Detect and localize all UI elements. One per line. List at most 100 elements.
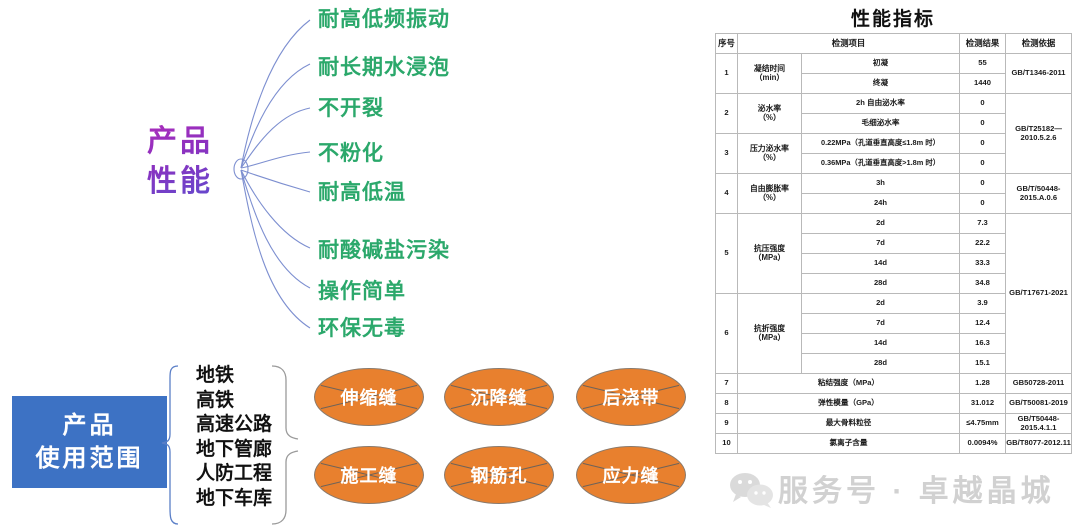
cell-item-unit: （%） [758,112,781,122]
application-node-3: 后浇带 [576,368,686,426]
cell-item-unit: （%） [758,152,781,162]
cell-basis: GB/T50081-2019 [1005,393,1072,414]
performance-table-panel: 性能指标 序号 检测项目 检测结果 检测依据 1 凝结时间 （min） 初凝 [706,0,1080,532]
title-line-1: 产品 [147,125,213,158]
application-node-2: 沉降缝 [444,368,554,426]
cell-no: 1 [715,53,738,94]
usage-box-line-1: 产品 [62,412,117,439]
cell-result: 0 [959,113,1006,134]
table-row: 9 最大骨料粒径 ≤4.75mm GB/T50448-2015.4.1.1 [715,413,1072,434]
cell-item-name: 抗折强度 [753,323,786,333]
cell-sub: 14d [801,333,960,354]
header-basis: 检测依据 [1005,33,1072,54]
cell-sub: 2d [801,213,960,234]
application-label-6: 应力缝 [602,466,660,486]
page-title: 产品 性能 [128,122,232,202]
cell-item: 凝结时间 （min） [737,53,802,94]
table-row: 28d 15.1 [716,353,1072,374]
usage-item-2: 高铁 [196,389,235,411]
cell-basis: GB50728-2011 [1005,373,1072,394]
cell-result: 0 [959,193,1006,214]
application-label-5: 钢筋孔 [470,466,528,486]
cell-basis: GB/T1346-2011 [1005,53,1072,94]
table-row: 0.36MPa（孔道垂直高度>1.8m 时） 0 [716,153,1072,174]
table-row: 3 压力泌水率 （%） 0.22MPa（孔道垂直高度≤1.8m 时） 0 [715,133,1072,174]
application-label-2: 沉降缝 [470,388,528,408]
header-item: 检测项目 [737,33,960,54]
performance-indicators-table: 序号 检测项目 检测结果 检测依据 1 凝结时间 （min） 初凝 55 GB/… [715,33,1072,454]
cell-result: 1.28 [959,373,1006,394]
cell-sub: 2d [801,293,960,314]
cell-basis: GB/T50448-2015.4.1.1 [1005,413,1072,434]
cell-sub: 初凝 [801,53,960,74]
cell-result: 7.3 [959,213,1006,234]
table-row: 8 弹性模量（GPa） 31.012 GB/T50081-2019 [715,393,1072,414]
wechat-icon [730,473,773,508]
title-line-2: 性能 [147,165,213,198]
cell-no: 8 [715,393,738,414]
cell-sub: 0.22MPa（孔道垂直高度≤1.8m 时） [801,133,960,154]
cell-result: 0.0094% [959,433,1006,454]
header-no: 序号 [715,33,738,54]
cell-item-unit: （min） [754,72,785,82]
cell-item-unit: （MPa） [753,252,786,262]
cell-item: 自由膨胀率 （%） [737,173,802,214]
cell-result: 0 [959,133,1006,154]
cell-result: 3.9 [959,293,1006,314]
table-row: 14d 16.3 [716,333,1072,354]
cell-result: 31.012 [959,393,1006,414]
cell-basis: GB/T8077-2012.11 [1005,433,1072,454]
cell-item-unit: （%） [758,192,781,202]
cell-sub: 14d [801,253,960,274]
table-row: 14d 33.3 [716,253,1072,274]
cell-result: 15.1 [959,353,1006,374]
cell-no: 5 [715,213,738,294]
usage-brackets [161,365,299,525]
cell-item-unit: （MPa） [753,332,786,342]
cell-item: 压力泌水率 （%） [737,133,802,174]
application-node-6: 应力缝 [576,446,686,504]
cell-no: 6 [715,293,738,374]
usage-box-line-2: 使用范围 [35,445,144,472]
table-row: 6 抗折强度 （MPa） 2d 3.9 [715,293,1072,374]
usage-scope-box: 产品 使用范围 [12,396,167,488]
cell-result: 16.3 [959,333,1006,354]
usage-item-6: 地下车库 [196,487,273,509]
branch-label-3: 不开裂 [318,97,384,120]
table-title: 性能指标 [850,9,935,30]
application-node-4: 施工缝 [314,446,424,504]
branch-label-7: 操作简单 [318,280,406,303]
application-node-5: 钢筋孔 [444,446,554,504]
cell-sub: 2h 自由泌水率 [801,93,960,114]
cell-result: 34.8 [959,273,1006,294]
cell-result: 33.3 [959,253,1006,274]
cell-item-name: 压力泌水率 [750,143,789,153]
cell-item: 氯离子含量 [737,433,960,454]
cell-no: 10 [715,433,738,454]
cell-sub: 7d [801,313,960,334]
cell-sub: 毛细泌水率 [801,113,960,134]
usage-item-4: 地下管廊 [196,438,273,460]
cell-no: 3 [715,133,738,174]
cell-no: 4 [715,173,738,214]
cell-item-name: 凝结时间 [753,63,786,73]
branch-label-8: 环保无毒 [318,317,406,340]
table-row: 10 氯离子含量 0.0094% GB/T8077-2012.11 [715,433,1072,454]
mindmap-panel: 产品 性能 耐高低频振动 耐长期水浸泡 不开裂 不粉化 耐高低温 耐酸碱盐污染 … [12,9,686,525]
header-result: 检测结果 [959,33,1006,54]
cell-sub: 终凝 [801,73,960,94]
cell-no: 7 [715,373,738,394]
cell-item: 抗折强度 （MPa） [737,293,802,374]
cell-result: 0 [959,173,1006,194]
usage-item-3: 高速公路 [196,414,273,435]
mindmap-connector-lines [233,19,311,329]
usage-item-5: 人防工程 [196,463,273,484]
table-row: 5 抗压强度 （MPa） 2d 7.3 GB/T17671-2021 [715,213,1072,374]
cell-item: 粘结强度（MPa） [737,373,960,394]
cell-item: 泌水率 （%） [737,93,802,134]
cell-no: 2 [715,93,738,134]
cell-basis: GB/T17671-2021 [1005,213,1072,374]
watermark-text: 服务号 · 卓越晶城 [778,475,1055,508]
cell-basis: GB/T25182—2010.5.2.6 [1005,93,1072,174]
cell-item: 弹性模量（GPa） [737,393,960,414]
